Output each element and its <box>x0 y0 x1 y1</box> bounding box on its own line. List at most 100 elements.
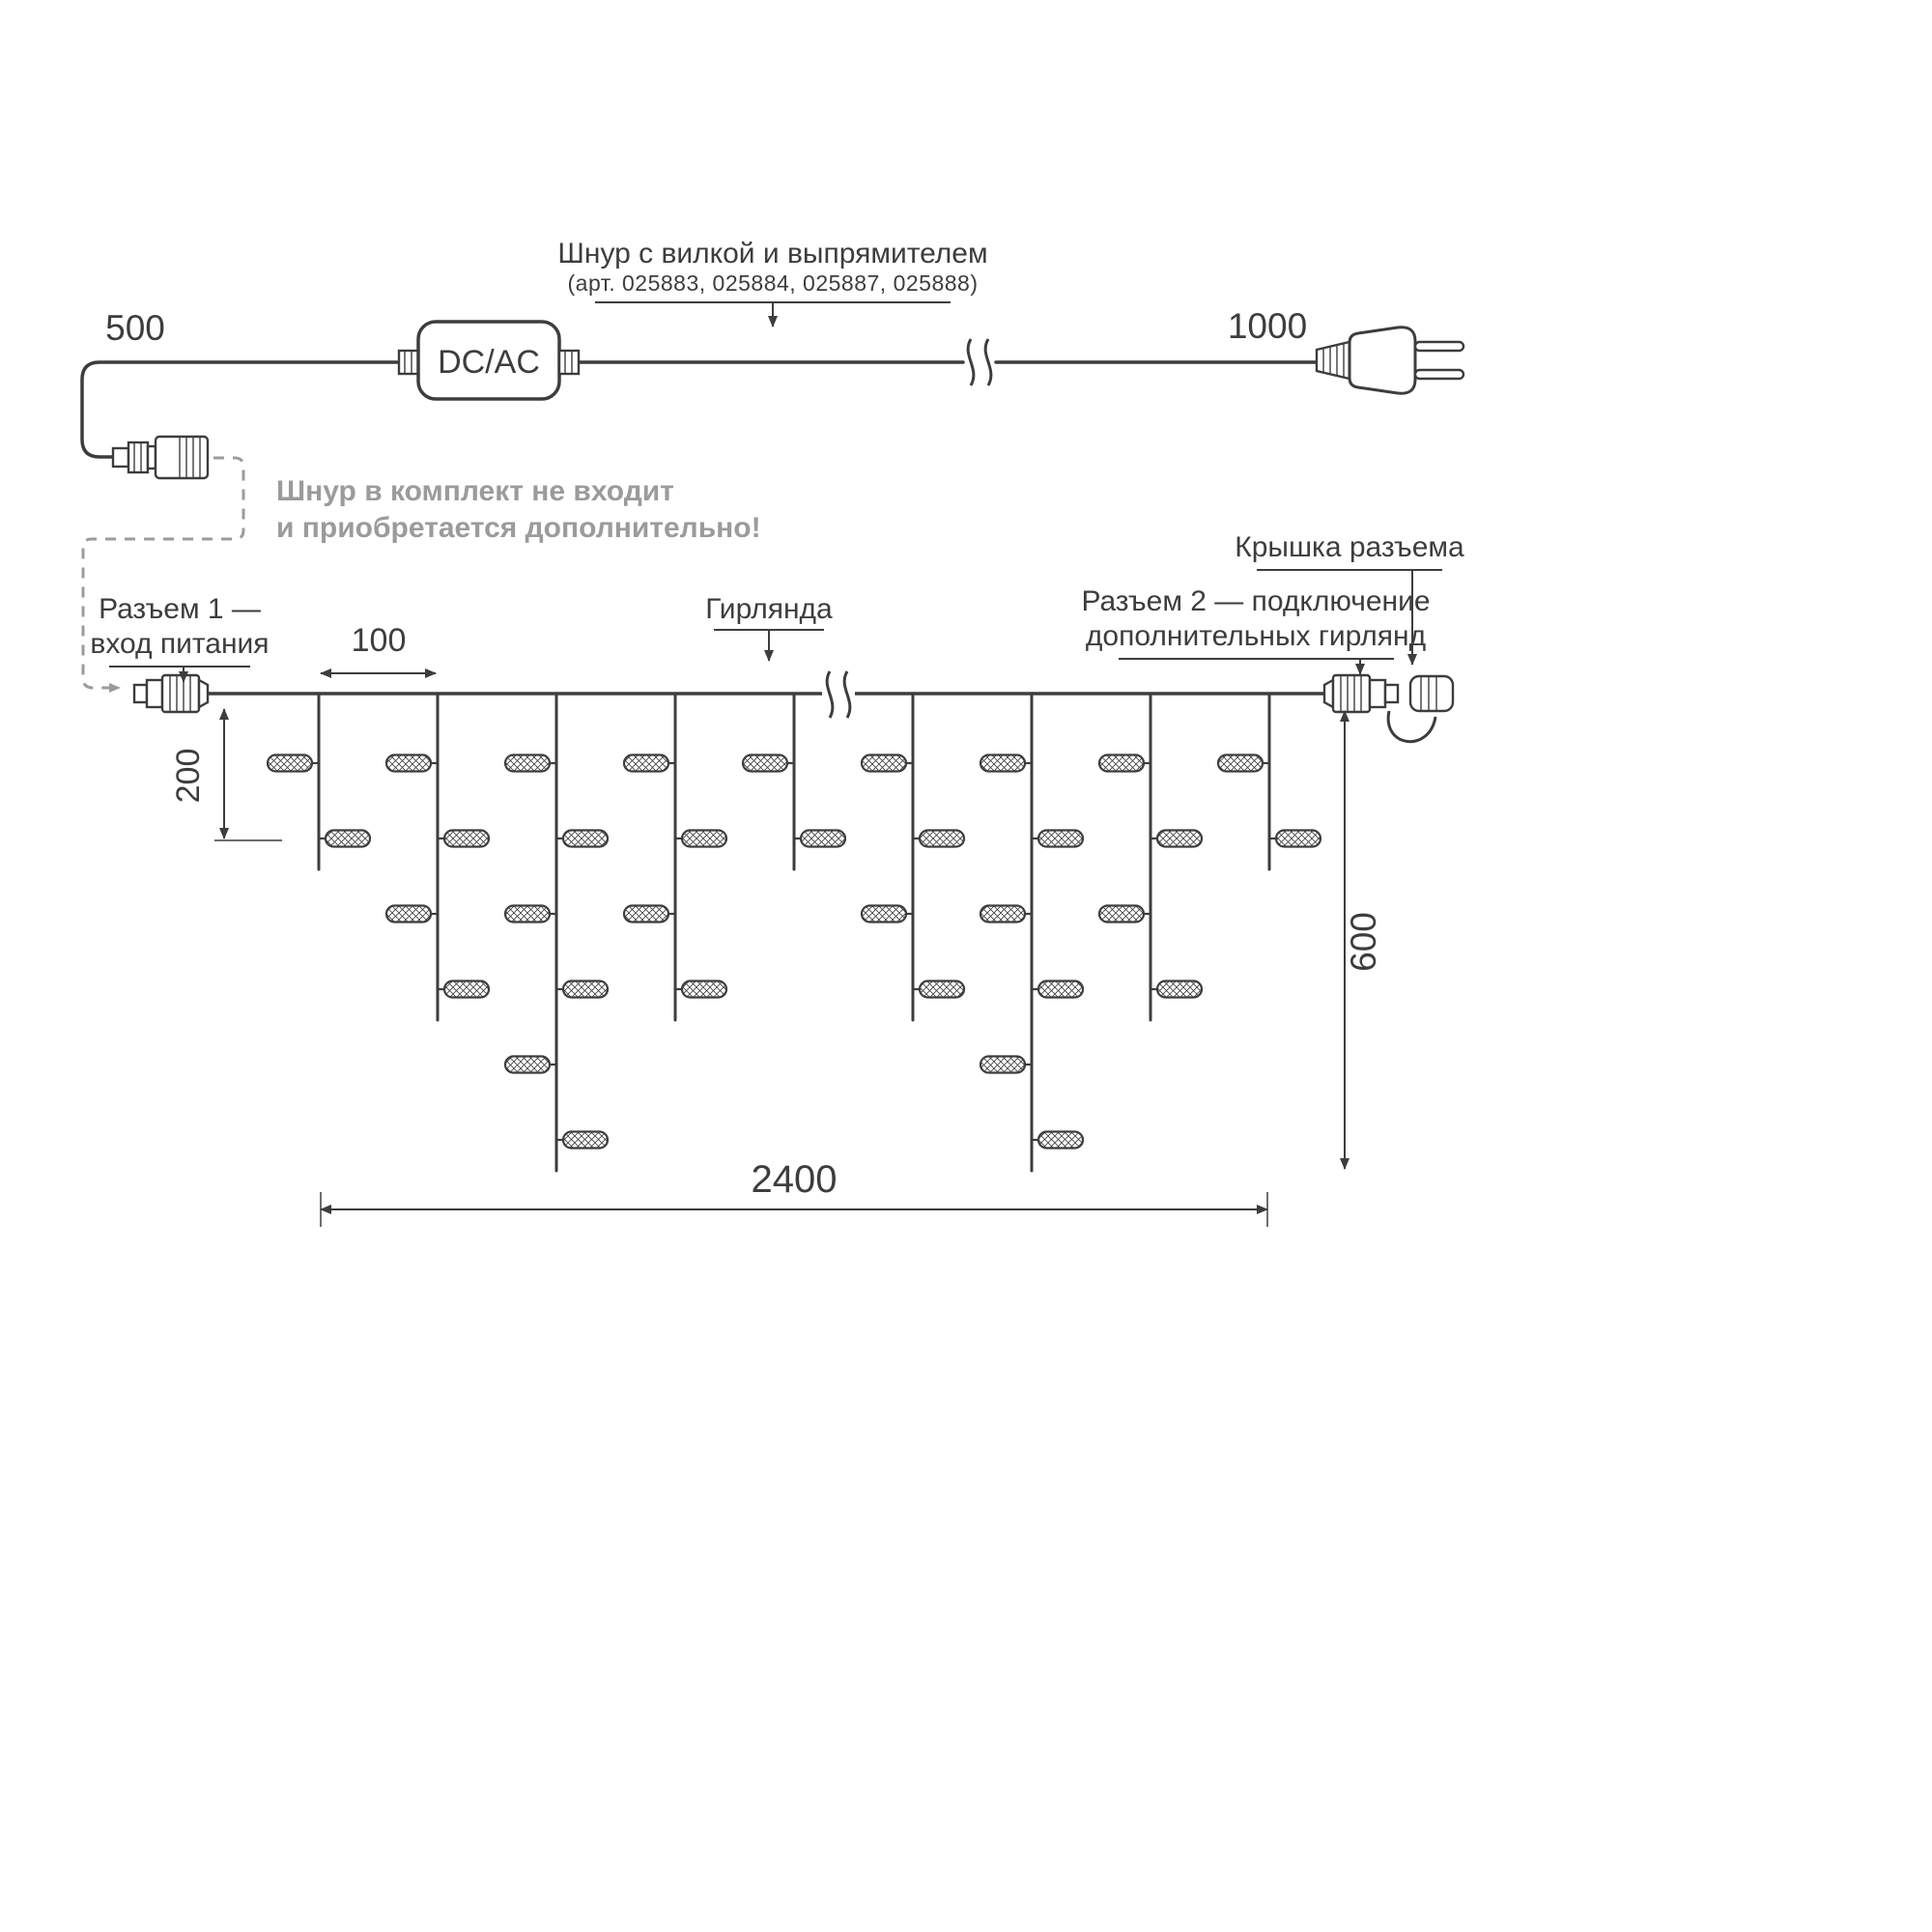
led-bulb <box>860 904 908 923</box>
garland-drop <box>384 692 491 1022</box>
led-bulb <box>1037 829 1085 848</box>
converter-nub <box>557 349 581 376</box>
dim-200-label: 200 <box>170 749 207 804</box>
adapter-connector <box>111 435 210 480</box>
garland-drop <box>860 692 966 1022</box>
connector-barrel <box>154 435 210 480</box>
cord-label: Шнур с вилкой и выпрямителем <box>557 238 987 270</box>
connector-tip <box>132 683 149 704</box>
connector-ring <box>145 678 164 709</box>
connector2-label-line2: дополнительных гирлянд <box>1086 620 1426 652</box>
led-bulb <box>979 753 1027 773</box>
note-line1: Шнур в комплект не входит <box>276 475 674 507</box>
connector2-callout: Разъем 2 — подключение дополнительных ги… <box>1081 585 1431 675</box>
led-bulb <box>918 829 966 848</box>
led-bulb <box>860 753 908 773</box>
break-curve <box>825 670 835 719</box>
garland-drop <box>1216 692 1322 871</box>
connector-cap <box>1386 674 1455 743</box>
led-bulb <box>741 753 789 773</box>
garland-break-symbol <box>822 670 855 719</box>
connector-tip <box>1383 683 1400 704</box>
garland-connector-2 <box>1322 673 1400 714</box>
led-bulb <box>1037 1130 1085 1150</box>
led-bulb <box>979 904 1027 923</box>
dcac-converter: DC/AC <box>397 320 581 401</box>
power-cord <box>80 360 1319 459</box>
led-bulb <box>799 829 847 848</box>
garland-drop <box>266 692 372 871</box>
led-bulb <box>503 753 552 773</box>
led-bulb <box>442 829 491 848</box>
cap-callout: Крышка разъема <box>1235 531 1464 666</box>
dim-100: 100 <box>320 622 437 678</box>
connector-nut <box>160 673 201 714</box>
plug-body <box>1348 326 1417 395</box>
cap-tether <box>1386 710 1437 743</box>
led-bulb <box>561 1130 610 1150</box>
led-bulb <box>1274 829 1322 848</box>
led-bulb <box>1097 753 1146 773</box>
led-bulb <box>503 904 552 923</box>
break-curve <box>983 338 993 386</box>
dim-500: 500 <box>105 308 165 348</box>
dim-2400-label: 2400 <box>752 1158 838 1201</box>
dim-1000: 1000 <box>1228 306 1307 346</box>
cord-break-symbol <box>965 338 994 386</box>
connector-ring <box>1368 678 1387 709</box>
dim-100-label: 100 <box>352 622 407 659</box>
dim-600: 600 <box>1340 710 1383 1170</box>
led-bulb <box>918 980 966 999</box>
note-line2: и приобретается дополнительно! <box>276 512 761 544</box>
converter-nub <box>397 349 420 376</box>
led-bulb <box>503 1055 552 1074</box>
plug-strain-relief <box>1315 340 1351 381</box>
connector-nut <box>1331 673 1372 714</box>
garland-drops <box>266 692 1322 1173</box>
led-bulb <box>442 980 491 999</box>
cord-art-label: (арт. 025883, 025884, 025887, 025888) <box>568 270 979 296</box>
adapter-cable <box>80 360 401 459</box>
power-plug <box>1315 326 1465 395</box>
connector1-label-line2: вход питания <box>90 628 269 660</box>
connector-taper <box>1322 677 1335 710</box>
led-bulb <box>1216 753 1264 773</box>
garland-drop <box>741 692 847 871</box>
led-bulb <box>680 829 728 848</box>
led-bulb <box>384 904 433 923</box>
led-bulb <box>1155 980 1204 999</box>
garland-drop <box>503 692 610 1173</box>
led-bulb <box>622 904 670 923</box>
connector-taper <box>197 677 210 710</box>
connector-tip <box>111 446 130 469</box>
dcac-label: DC/AC <box>438 344 540 381</box>
cap-body <box>1408 674 1455 713</box>
connector2-label-line1: Разъем 2 — подключение <box>1081 585 1430 617</box>
break-curve <box>842 670 852 719</box>
connector-ring <box>127 440 150 474</box>
led-bulb <box>561 829 610 848</box>
break-curve <box>966 338 976 386</box>
garland-callout: Гирлянда <box>705 593 833 662</box>
dim-200: 200 <box>170 708 282 841</box>
dim-2400: 2400 <box>320 1158 1268 1227</box>
garland-drop <box>622 692 728 1022</box>
led-bulb <box>979 1055 1027 1074</box>
led-bulb <box>384 753 433 773</box>
garland-drop <box>979 692 1085 1173</box>
led-bulb <box>1155 829 1204 848</box>
cord-callout: Шнур с вилкой и выпрямителем (арт. 02588… <box>557 238 988 327</box>
plug-pin <box>1413 368 1465 381</box>
connector1-callout: Разъем 1 — вход питания <box>90 593 270 683</box>
led-bulb <box>1097 904 1146 923</box>
led-bulb <box>561 980 610 999</box>
dim-600-label: 600 <box>1344 912 1383 972</box>
garland-drop <box>1097 692 1204 1022</box>
garland-label: Гирлянда <box>705 593 833 625</box>
connector1-label-line1: Разъем 1 — <box>99 593 261 625</box>
led-bulb <box>1037 980 1085 999</box>
plug-pin <box>1413 340 1465 353</box>
cap-label: Крышка разъема <box>1235 531 1464 563</box>
